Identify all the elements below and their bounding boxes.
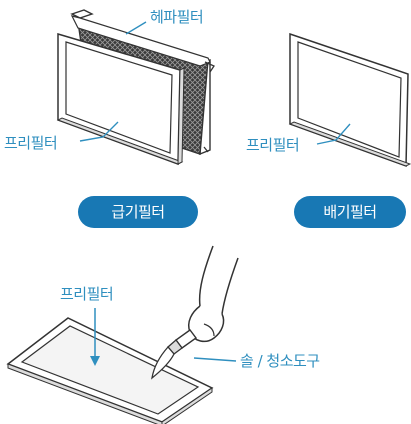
hepa-leader-line — [125, 21, 147, 35]
exhaust-filter-button[interactable]: 배기필터 — [294, 196, 406, 228]
prefilter-bottom — [6, 317, 214, 424]
bottom-prefilter-arrow — [90, 308, 100, 366]
right-prefilter-leader-line — [316, 123, 351, 145]
prefilter-right — [288, 32, 411, 168]
supply-filter-button[interactable]: 급기필터 — [78, 196, 198, 228]
brush-hand-illustration — [151, 245, 239, 380]
left-prefilter-label: 프리필터 — [4, 134, 58, 152]
hepa-filter-label: 헤파필터 — [150, 8, 204, 26]
prefilter-left — [56, 32, 185, 166]
bottom-prefilter-label: 프리필터 — [60, 285, 114, 303]
brush-leader-line — [193, 357, 237, 362]
right-prefilter-label: 프리필터 — [246, 136, 300, 154]
left-prefilter-leader-line — [79, 121, 119, 142]
brush-cleaning-tool-label: 솔 / 청소도구 — [240, 352, 320, 370]
